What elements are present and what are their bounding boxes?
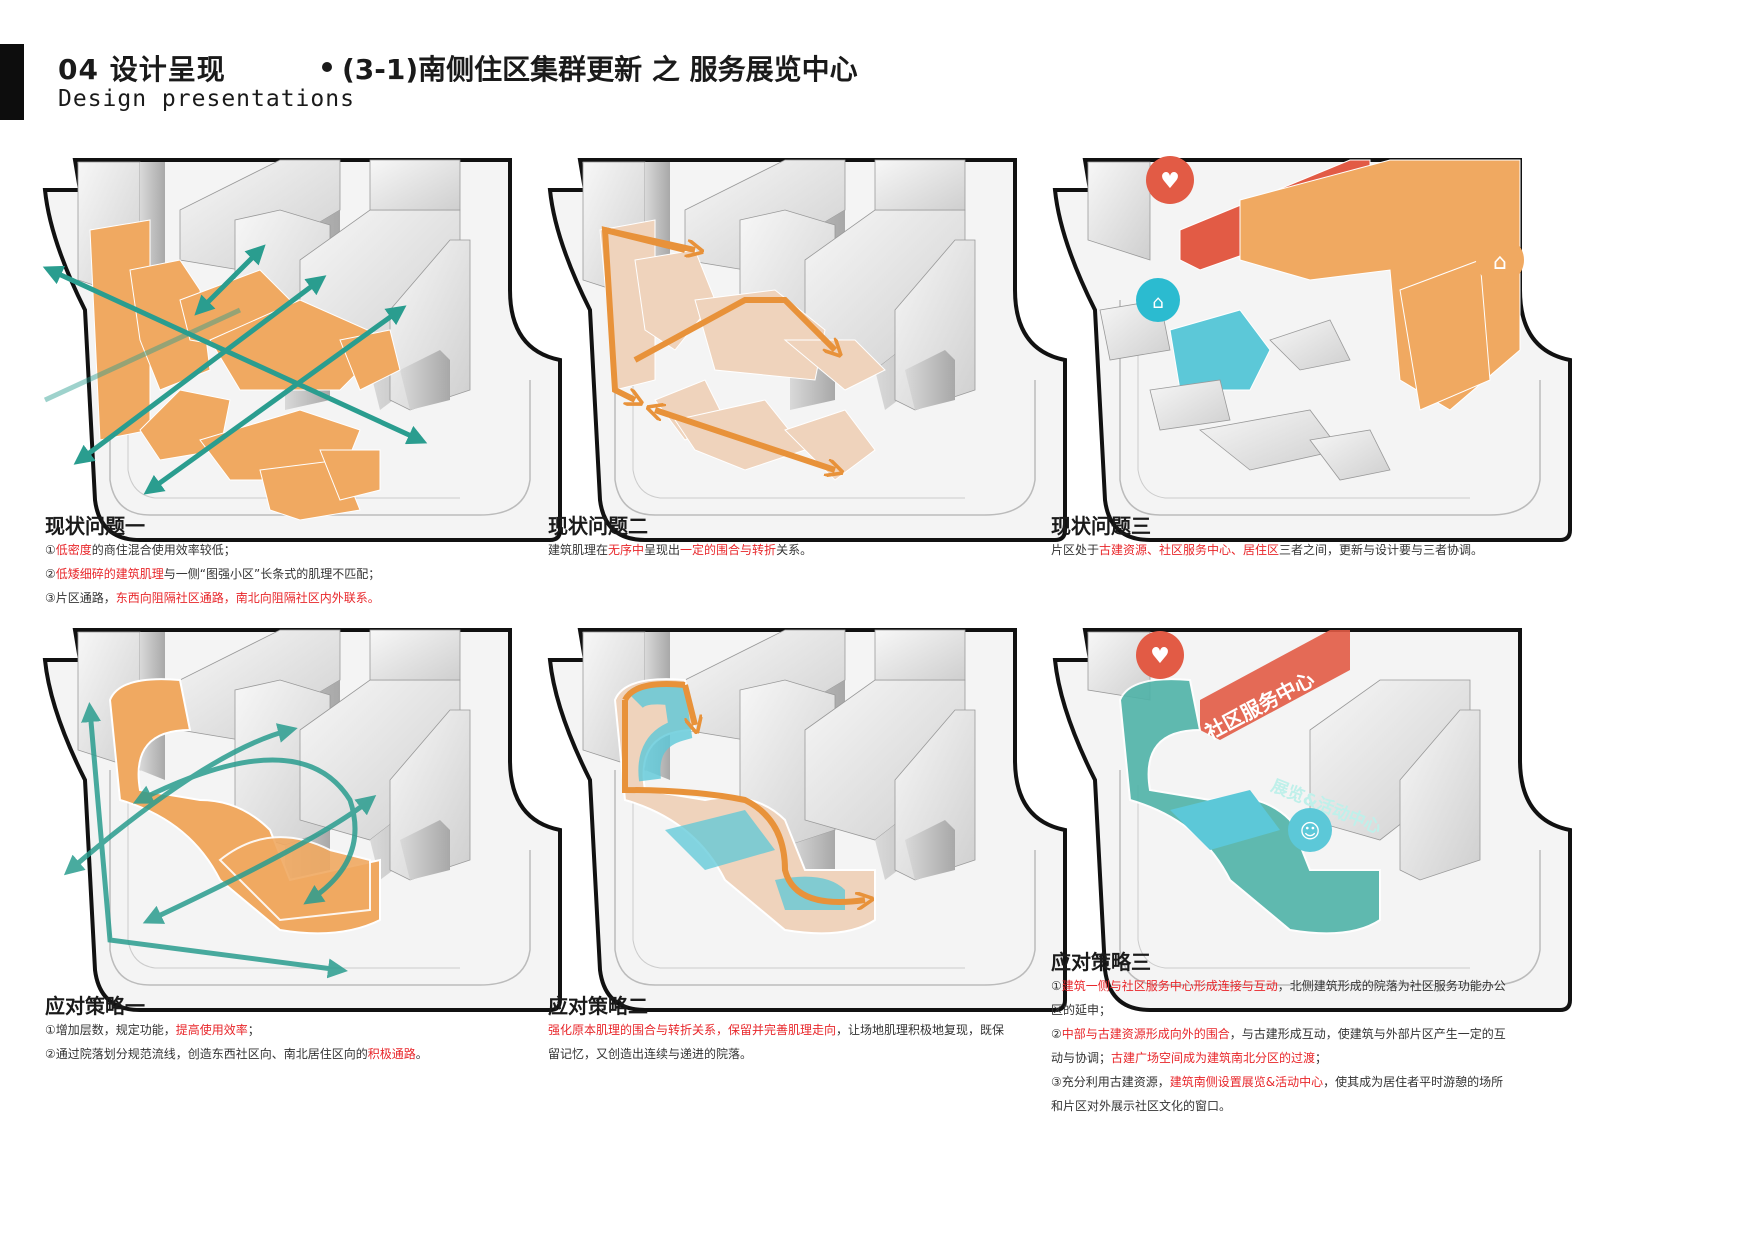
caption-line: ①建筑一侧与社区服务中心形成连接与互动，北侧建筑形成的院落为社区服务功能办公 [1051,974,1506,998]
page-title: (3-1)南侧住区集群更新 之 服务展览中心 [322,48,858,88]
caption-segment: ③片区通路， [45,591,116,605]
caption-title-4: 应对策略一 [45,994,145,1018]
caption-line: ①低密度的商住混合使用效率较低； [45,538,380,562]
caption-segment: 与一侧“图强小区”长条式的肌理不匹配； [163,567,381,581]
highlight-text: 建筑一侧与社区服务中心形成连接与互动 [1061,979,1278,993]
caption-segment: ； [247,1023,260,1037]
svg-text:♥: ♥ [1160,169,1180,194]
heart-hand-icon [1146,156,1194,204]
caption-segment: ① [45,543,56,557]
caption-title-3: 现状问题三 [1051,514,1151,538]
highlight-text: 低密度 [55,543,92,557]
caption-text-4: ①增加层数，规定功能，提高使用效率；②通过院落划分规范流线，创造东西社区向、南北… [45,1018,428,1066]
section-subtitle: Design presentations [58,86,355,112]
caption-line: 和片区对外展示社区文化的窗口。 [1051,1094,1506,1118]
caption-segment: 动与协调； [1051,1051,1112,1065]
diagram-strategy-3: 社区服务中心 展览&活动中心 ♥ ☺ [1050,620,1590,1020]
caption-text-1: ①低密度的商住混合使用效率较低；②低矮细碎的建筑肌理与一侧“图强小区”长条式的肌… [45,538,380,610]
diagram-problem-1 [40,150,580,550]
caption-segment: ，与古建形成互动，使建筑与外部片区产生一定的互 [1229,1027,1506,1041]
caption-segment: 。 [415,1047,428,1061]
caption-line: ②通过院落划分规范流线，创造东西社区向、南北居住区向的积极通路。 [45,1042,428,1066]
caption-text-6: ①建筑一侧与社区服务中心形成连接与互动，北侧建筑形成的院落为社区服务功能办公区的… [1051,974,1506,1118]
highlight-text: 中部与古建资源形成向外的围合 [1061,1027,1230,1041]
caption-segment: ② [45,567,56,581]
side-marker [0,44,24,120]
caption-line: ①增加层数，规定功能，提高使用效率； [45,1018,428,1042]
highlight-text: 提高使用效率 [175,1023,248,1037]
caption-segment: 三者之间，更新与设计要与三者协调。 [1279,543,1484,557]
caption-segment: ③充分利用古建资源， [1051,1075,1170,1089]
heart-hand-icon [1136,631,1184,679]
page-title-text: (3-1)南侧住区集群更新 之 服务展览中心 [342,53,858,86]
caption-title-6: 应对策略三 [1051,950,1151,974]
caption-segment: 区的延申； [1051,1003,1112,1017]
caption-line: 区的延申； [1051,998,1506,1022]
caption-segment: 关系。 [776,543,813,557]
caption-segment: 的商住混合使用效率较低； [91,543,236,557]
caption-line: ③片区通路，东西向阻隔社区通路，南北向阻隔社区内外联系。 [45,586,380,610]
caption-line: 强化原本肌理的围合与转折关系，保留并完善肌理走向，让场地肌理积极地复现，既保 [548,1018,1004,1042]
diagram-problem-3: ♥ ⌂ ⌂ [1050,150,1590,550]
caption-segment: ② [1051,1027,1062,1041]
bullet-icon [322,62,332,72]
caption-segment: 和片区对外展示社区文化的窗口。 [1051,1099,1232,1113]
caption-segment: ①增加层数，规定功能， [45,1023,176,1037]
caption-line: ②中部与古建资源形成向外的围合，与古建形成互动，使建筑与外部片区产生一定的互 [1051,1022,1506,1046]
diagram-strategy-2 [545,620,1085,1020]
highlight-text: 东西向阻隔社区通路，南北向阻隔社区内外联系。 [115,591,380,605]
caption-segment: ②通过院落划分规范流线，创造东西社区向、南北居住区向的 [45,1047,368,1061]
caption-segment: ① [1051,979,1062,993]
highlight-text: 古建广场空间成为建筑南北分区的过渡 [1111,1051,1316,1065]
svg-text:♥: ♥ [1150,644,1170,669]
caption-line: 建筑肌理在无序中呈现出一定的围合与转折关系。 [548,538,812,562]
caption-line: 动与协调；古建广场空间成为建筑南北分区的过渡； [1051,1046,1506,1070]
caption-text-5: 强化原本肌理的围合与转折关系，保留并完善肌理走向，让场地肌理积极地复现，既保留记… [548,1018,1004,1066]
pagoda-icon [1136,278,1180,322]
section-number: 04 设计呈现 [58,53,226,86]
caption-title-1: 现状问题一 [45,514,145,538]
caption-segment: ，北侧建筑形成的院落为社区服务功能办公 [1277,979,1506,993]
highlight-text: 古建资源、社区服务中心、居住区 [1099,543,1280,557]
caption-line: ②低矮细碎的建筑肌理与一侧“图强小区”长条式的肌理不匹配； [45,562,380,586]
caption-title-5: 应对策略二 [548,994,648,1018]
caption-title-2: 现状问题二 [548,514,648,538]
diagram-strategy-1 [40,620,580,1020]
svg-text:☺: ☺ [1300,819,1321,843]
diagram-problem-2 [545,150,1085,550]
svg-text:⌂: ⌂ [1493,250,1507,275]
svg-text:⌂: ⌂ [1152,292,1163,313]
caption-line: 留记忆，又创造出连续与递进的院落。 [548,1042,1004,1066]
highlight-text: 积极通路 [367,1047,416,1061]
caption-line: 片区处于古建资源、社区服务中心、居住区三者之间，更新与设计要与三者协调。 [1051,538,1483,562]
highlight-text: 一定的围合与转折 [680,543,777,557]
caption-segment: ； [1315,1051,1328,1065]
caption-segment: ，让场地肌理积极地复现，既保 [836,1023,1005,1037]
caption-segment: 片区处于 [1051,543,1100,557]
caption-text-2: 建筑肌理在无序中呈现出一定的围合与转折关系。 [548,538,812,562]
person-icon [1288,808,1332,852]
highlight-text: 无序中 [608,543,645,557]
caption-text-3: 片区处于古建资源、社区服务中心、居住区三者之间，更新与设计要与三者协调。 [1051,538,1483,562]
caption-segment: 留记忆，又创造出连续与递进的院落。 [548,1047,753,1061]
highlight-text: 强化原本肌理的围合与转折关系，保留并完善肌理走向 [548,1023,837,1037]
caption-line: ③充分利用古建资源，建筑南侧设置展览&活动中心，使其成为居住者平时游憩的场所 [1051,1070,1506,1094]
house-icon [1476,236,1524,284]
caption-segment: ，使其成为居住者平时游憩的场所 [1323,1075,1504,1089]
caption-segment: 建筑肌理在 [548,543,609,557]
caption-segment: 呈现出 [644,543,681,557]
highlight-text: 建筑南侧设置展览&活动中心 [1169,1075,1324,1089]
highlight-text: 低矮细碎的建筑肌理 [55,567,164,581]
